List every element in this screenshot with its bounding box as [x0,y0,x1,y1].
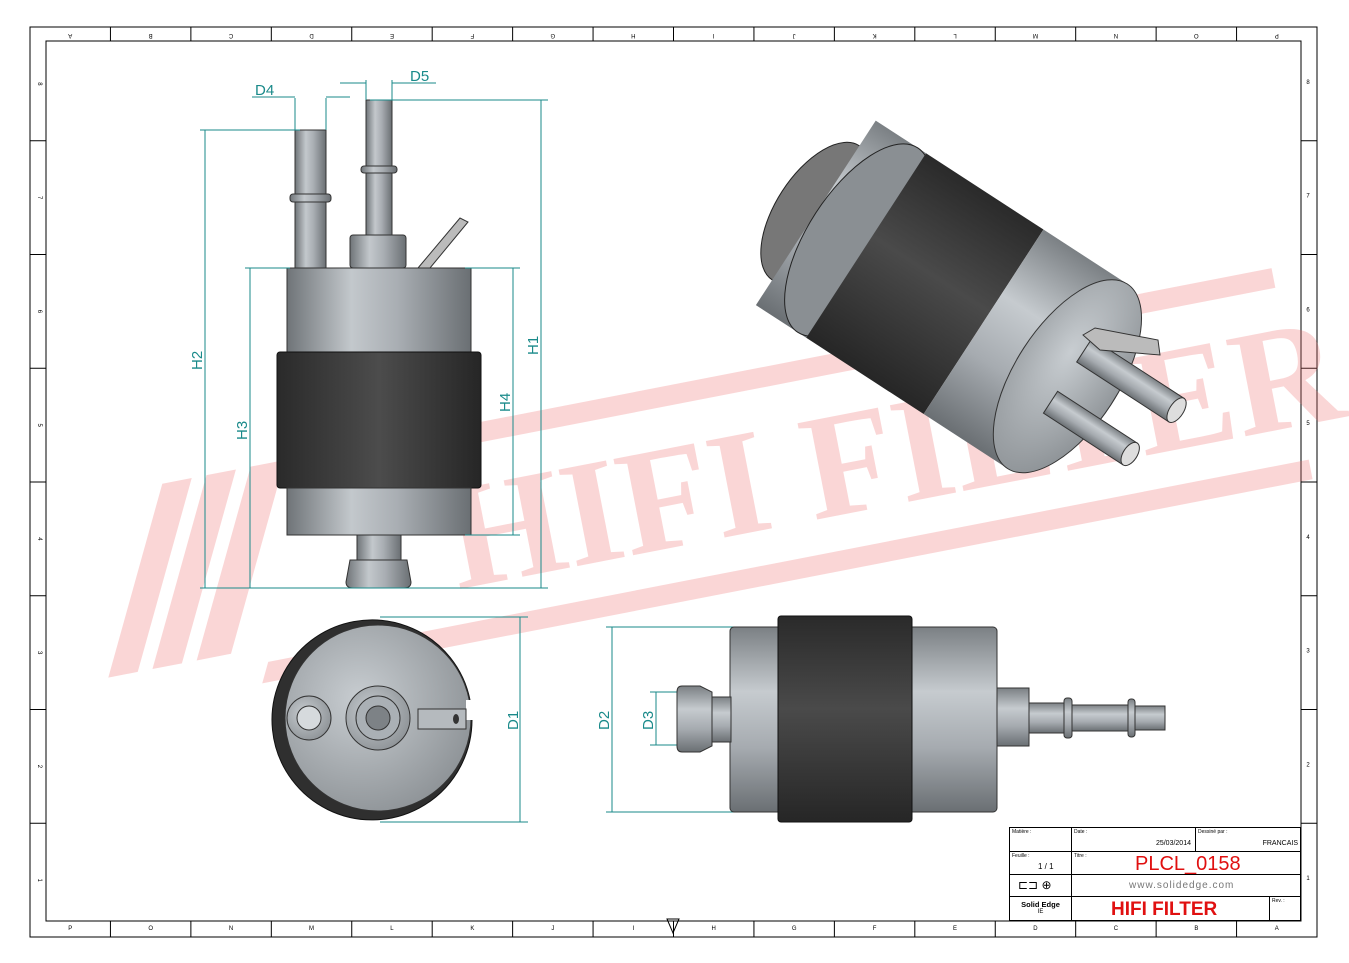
zone-label-bottom: I [632,926,634,932]
zone-label-top: E [390,32,394,38]
zone-label-top: P [1275,32,1279,38]
zone-label-bottom: H [712,926,716,932]
zone-label-right: 6 [1306,307,1310,313]
front-view [276,99,482,589]
zone-label-bottom: K [470,926,474,932]
dim-h4: H4 [497,393,514,412]
zone-label-left: 3 [36,651,42,655]
drawn-by-value: FRANCAIS [1262,840,1298,847]
side-view [676,615,1166,823]
zone-label-bottom: O [148,926,153,932]
software-name: Solid Edge [1021,900,1060,909]
zone-label-bottom: C [1114,926,1119,932]
zone-label-top: G [550,32,555,38]
zone-label-top: J [793,32,796,38]
sheet-label: Feuille : [1012,853,1030,859]
dim-d1: D1 [505,711,522,730]
zone-label-right: 8 [1306,80,1310,86]
zone-label-left: 1 [36,878,42,882]
zone-label-left: 5 [36,423,42,427]
material-label: Matière : [1012,829,1032,835]
zone-markers: P A O B N C M D L E K F J G I H H I G J F K E L D M C N B O A P 8 8 7 7 6 6 5 5… [30,27,1317,937]
dim-d5: D5 [410,68,429,85]
dim-h3: H3 [234,421,251,440]
dim-d4: D4 [255,82,274,99]
date-label: Date : [1074,829,1088,835]
zone-label-left: 6 [36,310,42,314]
dim-h1: H1 [525,336,542,355]
zone-label-top: L [953,32,957,38]
zone-label-right: 5 [1306,421,1310,427]
sheet-value: 1 / 1 [1038,862,1054,871]
zone-label-bottom: G [792,926,797,932]
rev-label: Rev. : [1272,898,1285,904]
title-block: Matière : Date : 25/03/2014 Dessiné par … [1009,827,1301,921]
dim-h2: H2 [189,351,206,370]
dim-d3: D3 [640,711,657,730]
zone-label-left: 4 [36,537,42,541]
zone-label-top: N [1114,32,1118,38]
zone-label-right: 1 [1306,876,1310,882]
zone-label-left: 2 [36,765,42,769]
dim-d2: D2 [596,711,613,730]
zone-label-bottom: E [953,926,957,932]
zone-label-bottom: B [1194,926,1198,932]
zone-label-top: M [1033,32,1038,38]
drawn-by-label: Dessiné par : [1198,829,1228,835]
bottom-view [271,619,482,821]
drawing-title: PLCL_0158 [1135,853,1241,875]
company-name: HIFI FILTER [1111,899,1218,920]
zone-label-bottom: L [390,926,394,932]
zone-label-bottom: J [551,926,554,932]
zone-label-right: 2 [1306,762,1310,768]
iso-terminal-tab [1082,327,1161,356]
zone-label-bottom: N [229,926,233,932]
zone-label-top: H [631,32,635,38]
zone-label-bottom: P [68,926,72,932]
zone-label-bottom: A [1275,926,1279,932]
zone-label-left: 8 [36,82,42,86]
zone-label-right: 4 [1306,535,1310,541]
zone-label-top: O [1194,32,1199,38]
zone-label-top: F [470,32,474,38]
zone-label-bottom: M [309,926,314,932]
zone-label-right: 3 [1306,649,1310,655]
website: www.solidedge.com [1129,880,1235,891]
zone-label-right: 7 [1306,194,1310,200]
projection-symbol-icon: ⊏⊐ ⊕ [1018,878,1052,892]
date-value: 25/03/2014 [1155,840,1191,847]
zone-label-left: 7 [36,196,42,200]
center-mark [666,918,680,935]
isometric-view [755,120,1187,474]
zone-label-top: K [873,32,877,38]
zone-label-top: B [149,32,153,38]
zone-label-top: D [309,32,314,38]
zone-label-top: A [68,32,72,38]
title-label: Titre : [1074,853,1087,859]
zone-label-top: I [713,32,715,38]
zone-label-bottom: D [1033,926,1038,932]
zone-label-top: C [228,32,233,38]
watermark: HIFI FILTER [108,268,1349,684]
zone-label-bottom: F [873,926,877,932]
front-dimensions [200,80,735,823]
software-sub: IE [1037,909,1044,915]
